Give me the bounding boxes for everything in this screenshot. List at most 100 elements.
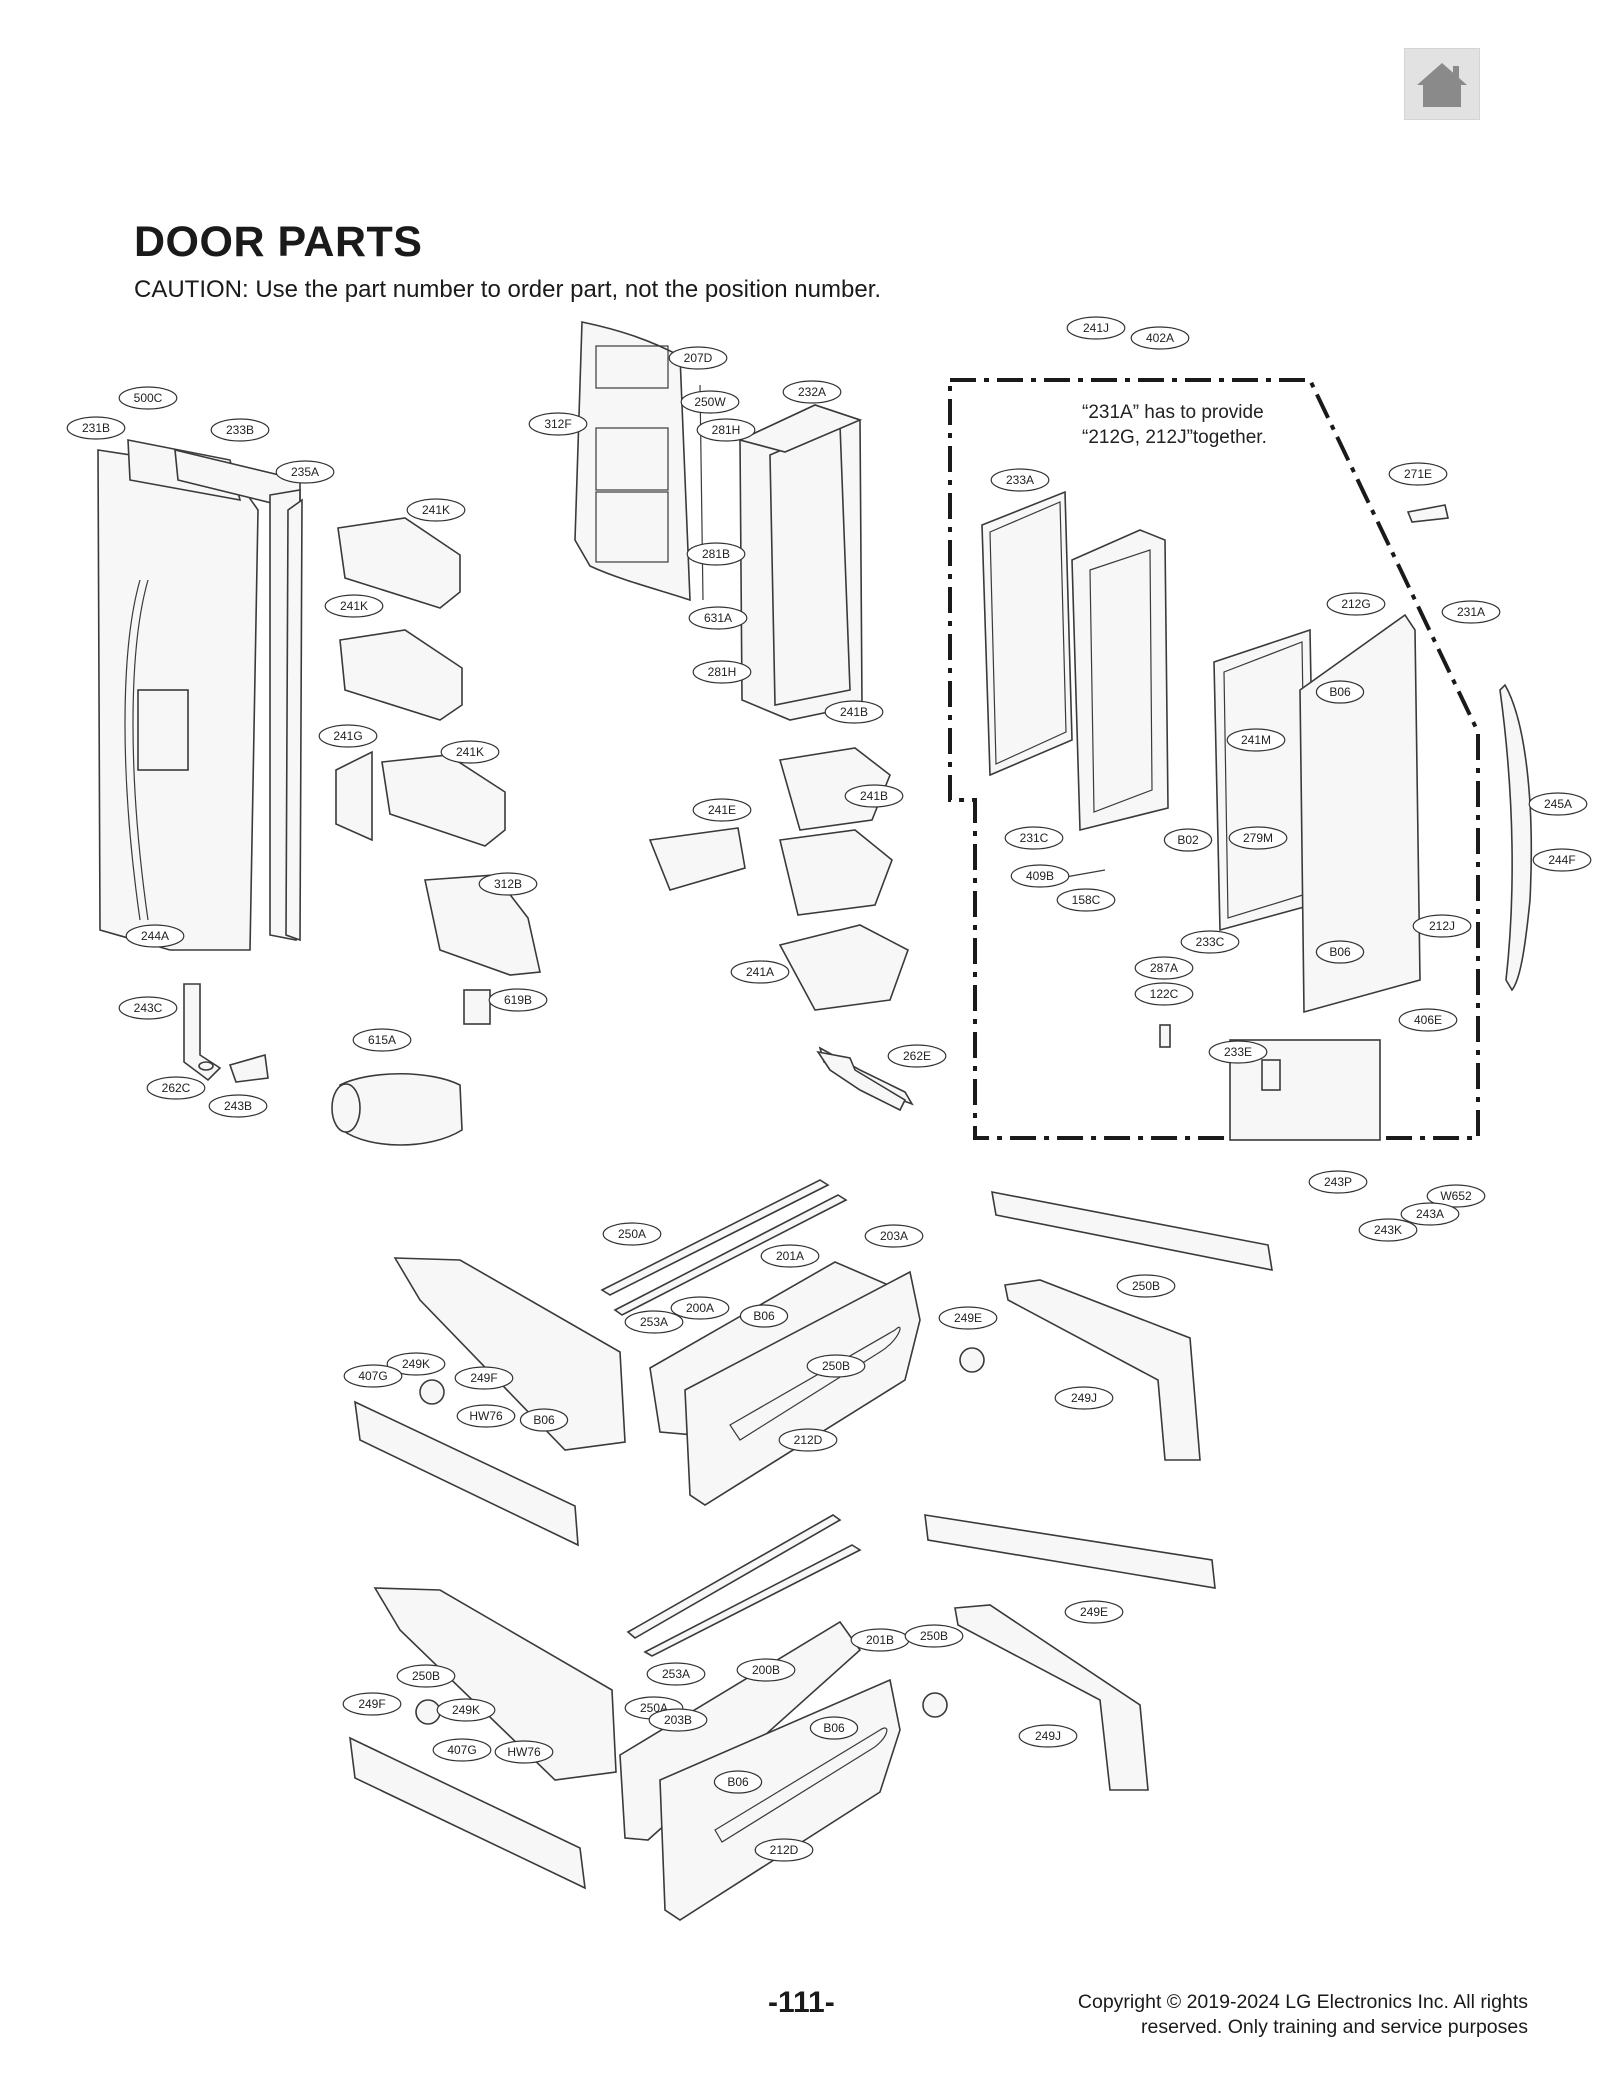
- svg-text:B06: B06: [1329, 685, 1351, 699]
- position-label-245a: 245A: [1528, 792, 1588, 816]
- svg-text:243A: 243A: [1416, 1207, 1444, 1221]
- svg-text:203B: 203B: [664, 1713, 692, 1727]
- bottle-bins-left: [335, 517, 541, 976]
- position-label-244f: 244F: [1532, 848, 1592, 872]
- svg-text:201A: 201A: [776, 1249, 804, 1263]
- home-button[interactable]: [1404, 48, 1480, 120]
- position-label-b06: B06: [519, 1408, 569, 1432]
- svg-text:B06: B06: [533, 1413, 555, 1427]
- position-label-241b: 241B: [844, 784, 904, 808]
- position-label-203a: 203A: [864, 1224, 924, 1248]
- position-label-212j: 212J: [1412, 914, 1472, 938]
- svg-text:122C: 122C: [1150, 987, 1179, 1001]
- position-label-243p: 243P: [1308, 1170, 1368, 1194]
- position-label-250b: 250B: [1116, 1274, 1176, 1298]
- center-door-inner-liner: [737, 404, 863, 721]
- svg-text:312B: 312B: [494, 877, 522, 891]
- svg-text:235A: 235A: [291, 465, 319, 479]
- left-door-panel: [97, 439, 303, 951]
- position-label-271e: 271E: [1388, 462, 1448, 486]
- svg-text:233A: 233A: [1006, 473, 1034, 487]
- position-label-406e: 406E: [1398, 1008, 1458, 1032]
- svg-text:249J: 249J: [1035, 1729, 1061, 1743]
- position-label-287a: 287A: [1134, 956, 1194, 980]
- svg-text:250B: 250B: [920, 1629, 948, 1643]
- position-label-409b: 409B: [1010, 864, 1070, 888]
- position-label-231c: 231C: [1004, 826, 1064, 850]
- position-label-b06: B06: [1315, 940, 1365, 964]
- svg-text:312F: 312F: [544, 417, 571, 431]
- svg-text:241B: 241B: [860, 789, 888, 803]
- position-label-631a: 631A: [688, 606, 748, 630]
- svg-text:281H: 281H: [712, 423, 741, 437]
- position-label-233a: 233A: [990, 468, 1050, 492]
- position-label-243a: 243A: [1400, 1202, 1460, 1226]
- svg-text:615A: 615A: [368, 1033, 396, 1047]
- position-label-200b: 200B: [736, 1658, 796, 1682]
- position-label-b02: B02: [1163, 828, 1213, 852]
- page-title: DOOR PARTS: [134, 218, 423, 266]
- svg-text:244A: 244A: [141, 929, 169, 943]
- position-label-250b: 250B: [904, 1624, 964, 1648]
- position-label-233b: 233B: [210, 418, 270, 442]
- position-label-201a: 201A: [760, 1244, 820, 1268]
- position-label-158c: 158C: [1056, 888, 1116, 912]
- position-label-250b: 250B: [396, 1664, 456, 1688]
- svg-text:200B: 200B: [752, 1663, 780, 1677]
- svg-text:B06: B06: [1329, 945, 1351, 959]
- svg-text:249E: 249E: [1080, 1605, 1108, 1619]
- position-label-312b: 312B: [478, 872, 538, 896]
- position-label-241k: 241K: [440, 740, 500, 764]
- copyright-line1: Copyright © 2019-2024 LG Electronics Inc…: [1077, 1991, 1528, 2013]
- svg-text:262C: 262C: [162, 1081, 191, 1095]
- svg-text:249F: 249F: [358, 1697, 385, 1711]
- bottle-bins-center: [648, 747, 909, 1112]
- svg-text:281B: 281B: [702, 547, 730, 561]
- position-label-249j: 249J: [1018, 1724, 1078, 1748]
- position-label-212d: 212D: [778, 1428, 838, 1452]
- svg-text:HW76: HW76: [507, 1745, 541, 1759]
- svg-text:249J: 249J: [1071, 1391, 1097, 1405]
- position-label-407g: 407G: [343, 1364, 403, 1388]
- svg-text:W652: W652: [1440, 1189, 1472, 1203]
- svg-text:249K: 249K: [452, 1703, 480, 1717]
- position-label-w652: W652: [1426, 1184, 1486, 1208]
- position-label-250b: 250B: [806, 1354, 866, 1378]
- svg-text:B02: B02: [1177, 833, 1199, 847]
- position-label-249e: 249E: [1064, 1600, 1124, 1624]
- svg-text:619B: 619B: [504, 993, 532, 1007]
- caution-text: CAUTION: Use the part number to order pa…: [134, 276, 882, 303]
- svg-text:241E: 241E: [708, 803, 736, 817]
- position-label-241k: 241K: [324, 594, 384, 618]
- svg-text:231C: 231C: [1020, 831, 1049, 845]
- position-label-619b: 619B: [488, 988, 548, 1012]
- svg-text:249F: 249F: [470, 1371, 497, 1385]
- svg-text:243K: 243K: [1374, 1223, 1402, 1237]
- position-label-615a: 615A: [352, 1028, 412, 1052]
- svg-text:231A: 231A: [1457, 605, 1485, 619]
- svg-text:231B: 231B: [82, 421, 110, 435]
- position-label-312f: 312F: [528, 412, 588, 436]
- svg-text:279M: 279M: [1243, 831, 1273, 845]
- svg-text:402A: 402A: [1146, 331, 1174, 345]
- position-label-250a: 250A: [602, 1222, 662, 1246]
- copyright-line2: reserved. Only training and service purp…: [1141, 2016, 1528, 2039]
- svg-text:281H: 281H: [708, 665, 737, 679]
- kit-note-line2: “212G, 212J”together.: [1082, 427, 1267, 448]
- svg-text:250A: 250A: [618, 1227, 646, 1241]
- svg-text:249E: 249E: [954, 1311, 982, 1325]
- svg-text:241M: 241M: [1241, 733, 1271, 747]
- position-label-253a: 253A: [624, 1310, 684, 1334]
- position-label-262e: 262E: [887, 1044, 947, 1068]
- position-label-249e: 249E: [938, 1306, 998, 1330]
- position-label-249f: 249F: [342, 1692, 402, 1716]
- position-label-281h: 281H: [692, 660, 752, 684]
- home-icon: [1417, 63, 1467, 107]
- svg-text:407G: 407G: [447, 1743, 476, 1757]
- position-label-281b: 281B: [686, 542, 746, 566]
- svg-text:250B: 250B: [822, 1359, 850, 1373]
- svg-text:241K: 241K: [340, 599, 368, 613]
- position-label-241g: 241G: [318, 724, 378, 748]
- lower-drawer-assembly: [349, 1514, 1216, 1921]
